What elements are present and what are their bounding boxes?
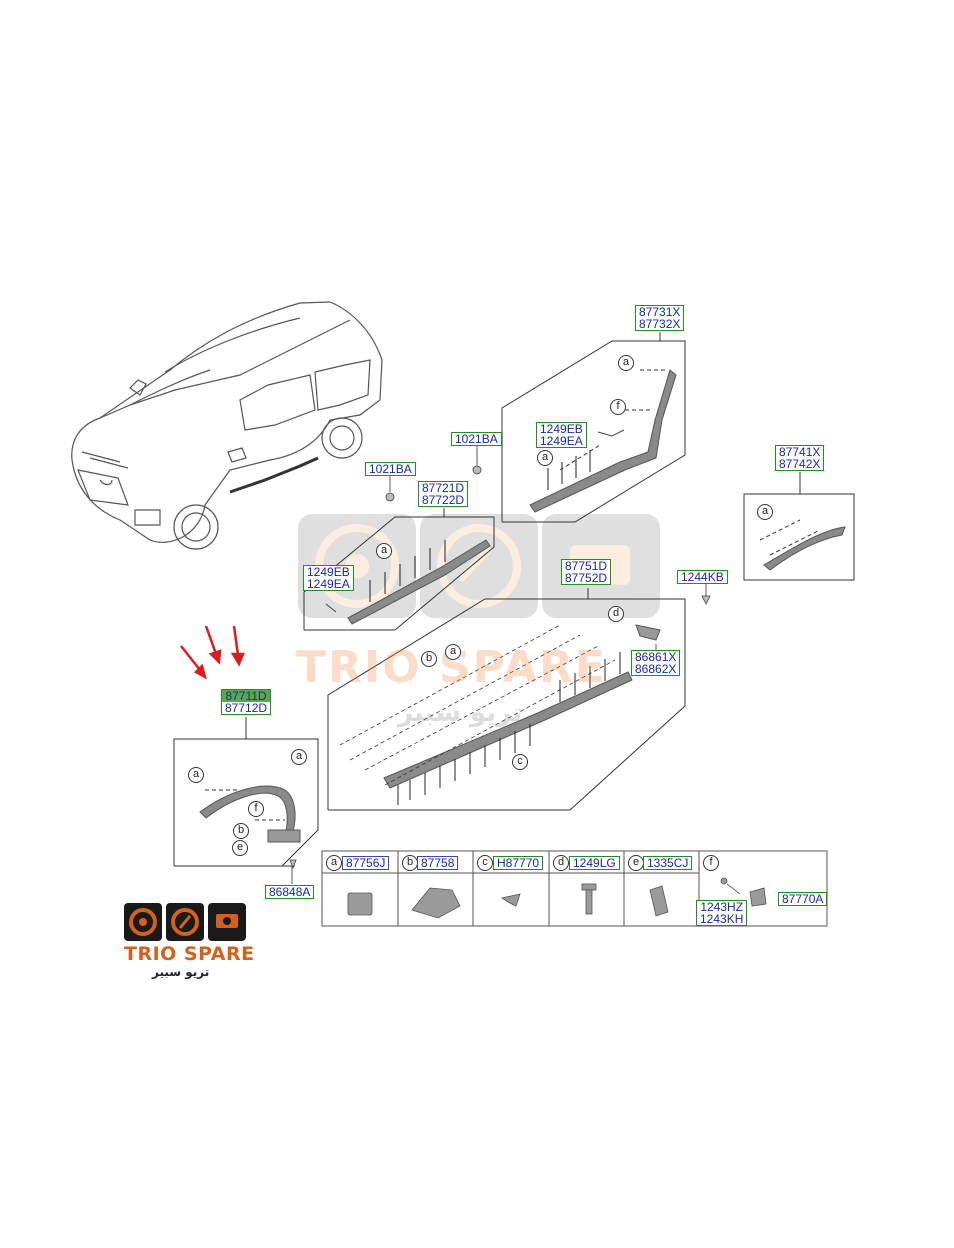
callout-a: a — [618, 355, 634, 371]
part-number: 87712D — [225, 701, 268, 715]
legend-letter-a: a — [326, 855, 342, 871]
part-label-1021-top[interactable]: 1021BA — [451, 432, 502, 446]
part-number: 87731X — [639, 305, 681, 319]
legend-part-icons — [347, 877, 767, 919]
part-number: 1243KH — [700, 912, 744, 926]
callout-b: b — [421, 651, 437, 667]
part-number: 86862X — [635, 662, 677, 676]
vehicle-illustration — [71, 301, 383, 550]
part-number: 1249EB — [540, 422, 583, 436]
part-label-87770[interactable]: 87770A — [778, 892, 828, 906]
brand-name-arabic: تريو سبير — [152, 965, 210, 979]
box-87741 — [743, 472, 855, 581]
highlight-arrows — [180, 625, 245, 680]
callout-f: f — [248, 801, 264, 817]
legend-part-c[interactable]: H87770 — [493, 856, 544, 870]
part-label-87721[interactable]: 87721D 87722D — [418, 481, 469, 507]
part-label-86861[interactable]: 86861X 86862X — [631, 650, 681, 676]
part-label-87741[interactable]: 87741X 87742X — [775, 445, 825, 471]
callout-c: c — [512, 754, 528, 770]
part-label-87711[interactable]: 87711D 87712D — [221, 689, 272, 715]
callout-a: a — [445, 644, 461, 660]
legend-letter-c: c — [477, 855, 493, 871]
legend-table — [321, 850, 828, 927]
part-number: 87752D — [565, 571, 608, 585]
callout-a: a — [188, 767, 204, 783]
fastener-icons — [289, 465, 711, 870]
brand-name: TRIO SPARE — [124, 943, 255, 965]
part-number: 87751D — [565, 559, 608, 573]
legend-letter-b: b — [402, 855, 418, 871]
part-number-highlighted: 87711D — [222, 690, 271, 702]
part-number: 87722D — [422, 493, 465, 507]
part-label-87731[interactable]: 87731X 87732X — [635, 305, 685, 331]
callout-a: a — [376, 543, 392, 559]
trio-spare-logo — [124, 903, 246, 941]
callout-e: e — [232, 840, 248, 856]
callout-a: a — [757, 504, 773, 520]
callout-a: a — [291, 749, 307, 765]
part-number: 1243HZ — [700, 900, 744, 914]
part-label-1243[interactable]: 1243HZ 1243KH — [696, 900, 748, 926]
legend-part-e[interactable]: 1335CJ — [643, 856, 693, 870]
legend-part-a[interactable]: 87756J — [342, 856, 390, 870]
part-label-86848[interactable]: 86848A — [265, 885, 315, 899]
part-number: 86861X — [635, 650, 677, 664]
part-number: 1249EB — [307, 565, 350, 579]
box-87731 — [501, 332, 686, 523]
box-87711 — [173, 717, 319, 867]
legend-letter-d: d — [553, 855, 569, 871]
part-label-1249-mid[interactable]: 1249EB 1249EA — [303, 565, 354, 591]
part-label-1021-mid[interactable]: 1021BA — [365, 462, 416, 476]
part-label-1249-top[interactable]: 1249EB 1249EA — [536, 422, 587, 448]
part-number: 1249EA — [307, 577, 350, 591]
part-number: 87732X — [639, 317, 681, 331]
legend-part-d[interactable]: 1249LG — [569, 856, 620, 870]
legend-letter-e: e — [628, 855, 644, 871]
box-87751 — [327, 588, 686, 811]
part-number: 87741X — [779, 445, 821, 459]
part-number: 87742X — [779, 457, 821, 471]
callout-b: b — [233, 823, 249, 839]
part-label-87751[interactable]: 87751D 87752D — [561, 559, 612, 585]
legend-letter-f: f — [703, 855, 719, 871]
callout-d: d — [608, 606, 624, 622]
watermark-arabic: تريو سبير — [398, 698, 523, 728]
part-number: 87721D — [422, 481, 465, 495]
part-number: 1249EA — [540, 434, 583, 448]
callout-a: a — [537, 450, 553, 466]
part-label-1244[interactable]: 1244KB — [677, 570, 728, 584]
box-87721 — [303, 508, 495, 631]
legend-part-b[interactable]: 87758 — [417, 856, 459, 870]
callout-f: f — [610, 399, 626, 415]
